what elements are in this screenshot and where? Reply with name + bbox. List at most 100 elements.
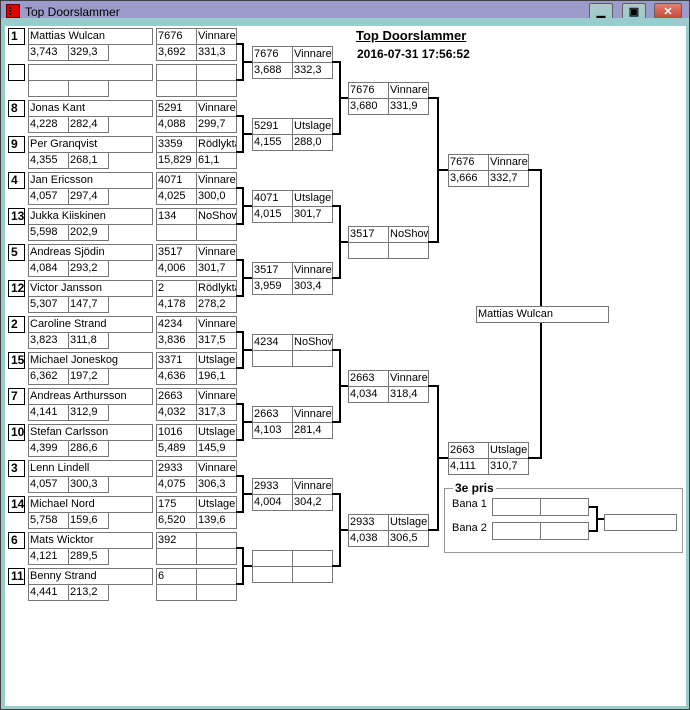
reaction-time[interactable]: 4,084 (28, 260, 69, 277)
round2-speed[interactable]: 332,3 (292, 62, 333, 79)
round1-speed[interactable]: 300,0 (196, 188, 237, 205)
driver-name[interactable]: Michael Nord (28, 496, 153, 513)
round1-et[interactable] (156, 548, 197, 565)
round1-et[interactable] (156, 224, 197, 241)
round3-status[interactable]: Vinnare (388, 370, 429, 387)
round1-speed[interactable]: 145,9 (196, 440, 237, 457)
round1-speed[interactable]: 196,1 (196, 368, 237, 385)
third-place-winner[interactable] (604, 514, 677, 531)
driver-name[interactable]: Andreas Sjödin (28, 244, 153, 261)
round1-status[interactable]: Vinnare (196, 172, 237, 189)
round1-speed[interactable]: 331,3 (196, 44, 237, 61)
round2-car-number[interactable]: 4234 (252, 334, 293, 351)
round2-status[interactable]: NoShow (292, 334, 333, 351)
round1-car-number[interactable]: 2663 (156, 388, 197, 405)
round1-status[interactable]: Rödlykta (196, 136, 237, 153)
reaction-time[interactable]: 4,057 (28, 476, 69, 493)
round2-car-number[interactable]: 3517 (252, 262, 293, 279)
round1-status[interactable] (196, 568, 237, 585)
round1-et[interactable] (156, 584, 197, 601)
round1-speed[interactable]: 301,7 (196, 260, 237, 277)
driver-name[interactable]: Jukka Kiiskinen (28, 208, 153, 225)
round2-car-number[interactable]: 2933 (252, 478, 293, 495)
round1-status[interactable]: Vinnare (196, 244, 237, 261)
round2-et[interactable] (252, 350, 293, 367)
reaction-time[interactable]: 3,823 (28, 332, 69, 349)
round2-car-number[interactable]: 7676 (252, 46, 293, 63)
qualifying-speed[interactable]: 293,2 (68, 260, 109, 277)
round3-et[interactable]: 3,680 (348, 98, 389, 115)
final-winner[interactable]: Mattias Wulcan (476, 306, 609, 323)
round1-speed[interactable]: 278,2 (196, 296, 237, 313)
round3-speed[interactable]: 318,4 (388, 386, 429, 403)
round2-status[interactable]: Vinnare (292, 46, 333, 63)
round2-status[interactable]: Vinnare (292, 262, 333, 279)
round1-car-number[interactable]: 7676 (156, 28, 197, 45)
qualifying-speed[interactable]: 202,9 (68, 224, 109, 241)
round3-car-number[interactable]: 3517 (348, 226, 389, 243)
driver-name[interactable]: Mats Wicktor (28, 532, 153, 549)
reaction-time[interactable]: 3,743 (28, 44, 69, 61)
lane1-speed[interactable] (540, 498, 589, 516)
round1-et[interactable]: 3,692 (156, 44, 197, 61)
round1-status[interactable]: Utslagen (196, 496, 237, 513)
round2-car-number[interactable] (252, 550, 293, 567)
round1-status[interactable]: Vinnare (196, 100, 237, 117)
semifinal-et[interactable]: 4,111 (448, 458, 489, 475)
round1-speed[interactable] (196, 548, 237, 565)
round1-status[interactable]: Rödlykta (196, 280, 237, 297)
round2-et[interactable] (252, 566, 293, 583)
round2-speed[interactable]: 281,4 (292, 422, 333, 439)
round3-status[interactable]: Vinnare (388, 82, 429, 99)
round1-car-number[interactable] (156, 64, 197, 81)
driver-name[interactable]: Benny Strand (28, 568, 153, 585)
round1-car-number[interactable]: 6 (156, 568, 197, 585)
semifinal-et[interactable]: 3,666 (448, 170, 489, 187)
round3-speed[interactable]: 331,9 (388, 98, 429, 115)
round1-speed[interactable]: 139,6 (196, 512, 237, 529)
round1-car-number[interactable]: 1016 (156, 424, 197, 441)
driver-name[interactable]: Caroline Strand (28, 316, 153, 333)
lane2-speed[interactable] (540, 522, 589, 540)
round1-et[interactable]: 4,025 (156, 188, 197, 205)
driver-name[interactable]: Per Granqvist (28, 136, 153, 153)
round2-speed[interactable]: 288,0 (292, 134, 333, 151)
qualifying-speed[interactable]: 213,2 (68, 584, 109, 601)
driver-name[interactable]: Jan Ericsson (28, 172, 153, 189)
round2-car-number[interactable]: 2663 (252, 406, 293, 423)
round3-car-number[interactable]: 2663 (348, 370, 389, 387)
round1-status[interactable]: Vinnare (196, 388, 237, 405)
round2-et[interactable]: 3,959 (252, 278, 293, 295)
round1-et[interactable]: 4,636 (156, 368, 197, 385)
driver-name[interactable]: Jonas Kant (28, 100, 153, 117)
qualifying-speed[interactable] (68, 80, 109, 97)
qualifying-speed[interactable]: 268,1 (68, 152, 109, 169)
driver-name[interactable]: Lenn Lindell (28, 460, 153, 477)
reaction-time[interactable]: 4,399 (28, 440, 69, 457)
round2-status[interactable]: Utslagen (292, 118, 333, 135)
round3-et[interactable]: 4,038 (348, 530, 389, 547)
driver-name[interactable]: Victor Jansson (28, 280, 153, 297)
round2-car-number[interactable]: 5291 (252, 118, 293, 135)
round1-speed[interactable]: 306,3 (196, 476, 237, 493)
round3-speed[interactable]: 306,5 (388, 530, 429, 547)
semifinal-speed[interactable]: 332,7 (488, 170, 529, 187)
reaction-time[interactable]: 4,355 (28, 152, 69, 169)
round1-status[interactable] (196, 64, 237, 81)
qualifying-speed[interactable]: 300,3 (68, 476, 109, 493)
reaction-time[interactable]: 4,057 (28, 188, 69, 205)
round2-speed[interactable] (292, 566, 333, 583)
reaction-time[interactable]: 6,362 (28, 368, 69, 385)
round2-et[interactable]: 4,103 (252, 422, 293, 439)
driver-name[interactable]: Michael Joneskog (28, 352, 153, 369)
round1-speed[interactable]: 299,7 (196, 116, 237, 133)
round1-status[interactable]: Utslagen (196, 352, 237, 369)
round1-car-number[interactable]: 3517 (156, 244, 197, 261)
round1-status[interactable]: Vinnare (196, 316, 237, 333)
round3-speed[interactable] (388, 242, 429, 259)
semifinal-car-number[interactable]: 2663 (448, 442, 489, 459)
round1-et[interactable]: 5,489 (156, 440, 197, 457)
round1-status[interactable] (196, 532, 237, 549)
round1-status[interactable]: Vinnare (196, 28, 237, 45)
qualifying-speed[interactable]: 147,7 (68, 296, 109, 313)
